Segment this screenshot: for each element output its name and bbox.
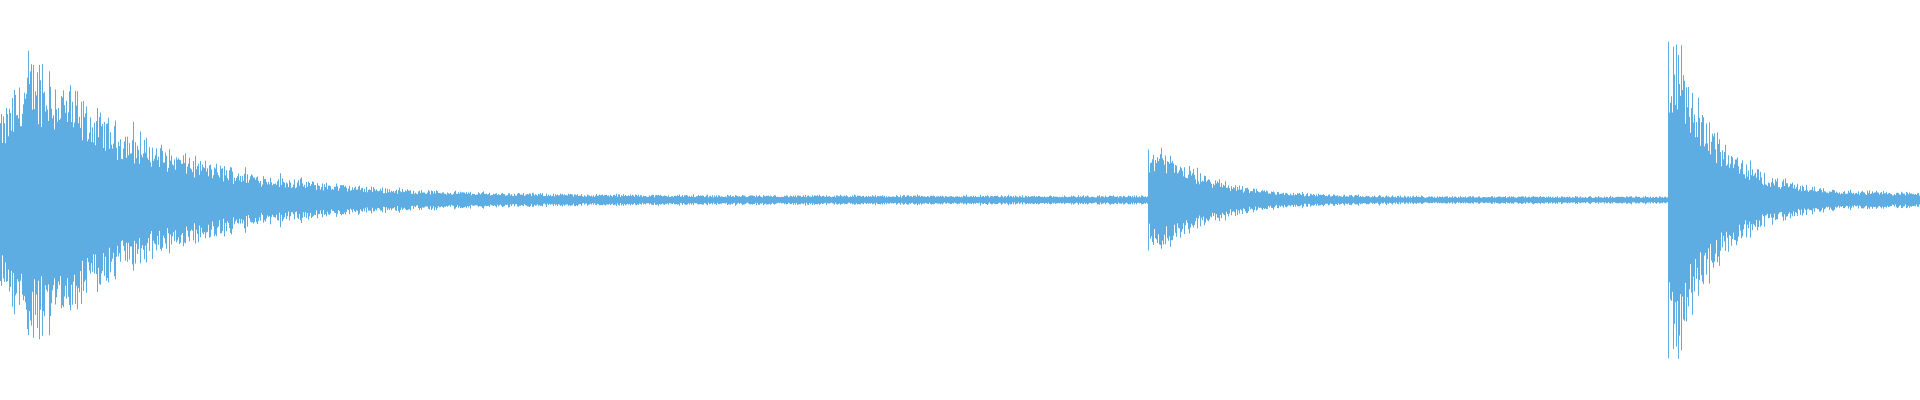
waveform-segment-2 xyxy=(1148,147,1668,249)
waveform-segment-1 xyxy=(0,50,1148,340)
waveform-segment-3 xyxy=(1668,44,1920,359)
